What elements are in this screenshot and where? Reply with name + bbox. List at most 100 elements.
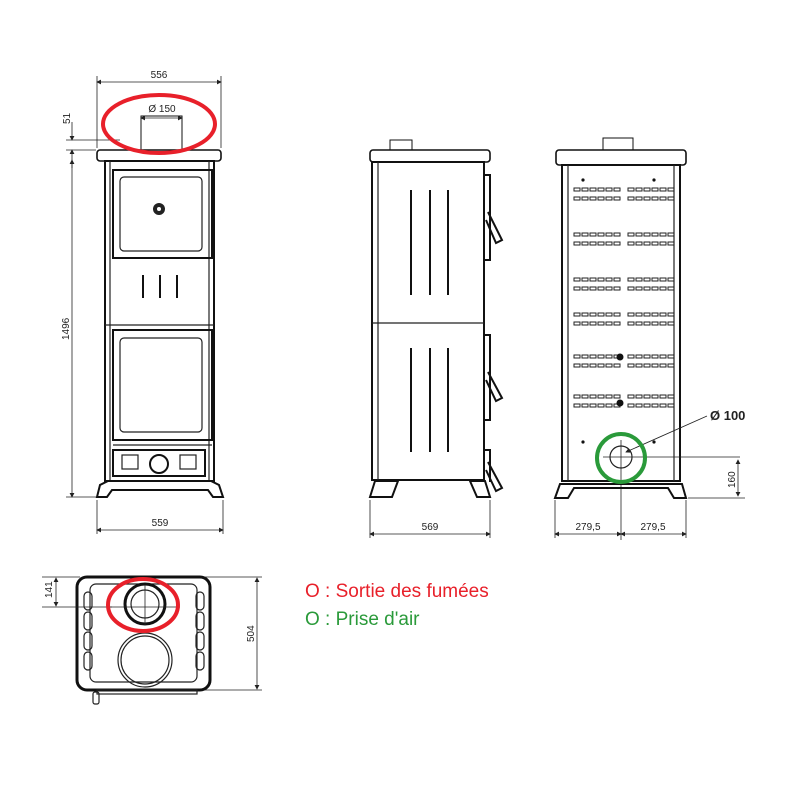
dim-141: 141 [44, 581, 55, 598]
vent-slot [605, 196, 613, 201]
firebox-door [112, 329, 213, 441]
vent-slot [667, 187, 675, 192]
vent-slot [581, 321, 589, 326]
vent-slot [635, 277, 643, 282]
vent-slot [659, 312, 667, 317]
dim-51: 51 [62, 112, 73, 124]
vent-slot [613, 321, 621, 326]
dim-279-5-right: 279,5 [640, 522, 665, 533]
vent-slot [589, 321, 597, 326]
vent-slot [651, 354, 659, 359]
dim-556: 556 [151, 70, 168, 81]
vent-slot [651, 394, 659, 399]
vent-slot [627, 321, 635, 326]
vent-slot [635, 196, 643, 201]
vent-slot [573, 321, 581, 326]
back-view: 160 279,5 279,5 Ø 100 [553, 137, 745, 540]
dim-flue-diameter: Ø 150 [148, 104, 176, 115]
vent-slot [573, 241, 581, 246]
vent-slot [627, 403, 635, 408]
vent-slot [643, 354, 651, 359]
vent-slot [605, 394, 613, 399]
vent-slot [613, 232, 621, 237]
vent-slot [635, 403, 643, 408]
vent-slot [651, 286, 659, 291]
dim-504: 504 [246, 625, 257, 642]
vent-slot [605, 277, 613, 282]
vent-slot [667, 403, 675, 408]
vent-slot [643, 241, 651, 246]
vent-slot [597, 394, 605, 399]
vent-slot [659, 403, 667, 408]
vent-slot [643, 286, 651, 291]
vent-slot [627, 187, 635, 192]
vent-slot [635, 354, 643, 359]
vent-slot [605, 187, 613, 192]
vent-slot [573, 363, 581, 368]
vent-slot [613, 241, 621, 246]
vent-slot [597, 312, 605, 317]
vent-slot [573, 286, 581, 291]
vent-slot [597, 321, 605, 326]
vent-slot [589, 363, 597, 368]
vent-slot [651, 403, 659, 408]
ash-drawer [112, 449, 206, 477]
vent-slot [659, 241, 667, 246]
vent-slot [635, 241, 643, 246]
dim-569: 569 [422, 522, 439, 533]
vent-slot [667, 394, 675, 399]
vent-slot [589, 312, 597, 317]
vent-slot [605, 321, 613, 326]
vent-slot [627, 232, 635, 237]
vent-slot [659, 363, 667, 368]
vent-slot [589, 403, 597, 408]
vent-slot [605, 286, 613, 291]
vent-slot [643, 312, 651, 317]
vent-slot [651, 363, 659, 368]
vent-slot [643, 187, 651, 192]
vent-slot [643, 321, 651, 326]
vent-slot [573, 232, 581, 237]
vent-slot [589, 196, 597, 201]
vent-slot [659, 394, 667, 399]
vent-slot [573, 354, 581, 359]
vent-slot [573, 187, 581, 192]
dim-air-diameter: Ø 100 [710, 408, 745, 423]
vent-slot [659, 187, 667, 192]
vent-slot [581, 363, 589, 368]
vent-slot [613, 196, 621, 201]
vent-slot [597, 187, 605, 192]
vent-slot [643, 363, 651, 368]
smoke-outlet-marker [101, 93, 217, 155]
vent-slot [643, 403, 651, 408]
vent-slot [613, 286, 621, 291]
vent-slot [651, 196, 659, 201]
dim-160: 160 [727, 471, 738, 488]
vent-slot [581, 394, 589, 399]
vent-slot [581, 354, 589, 359]
vent-slot [627, 394, 635, 399]
vent-slot [597, 232, 605, 237]
vent-slot [667, 321, 675, 326]
vent-slot [605, 363, 613, 368]
vent-slot [605, 312, 613, 317]
vent-slot [581, 277, 589, 282]
vent-slot [667, 312, 675, 317]
vent-slot [597, 403, 605, 408]
vent-slot [613, 187, 621, 192]
vent-slot [643, 277, 651, 282]
vent-slot [581, 403, 589, 408]
vent-slot [635, 394, 643, 399]
front-view: 556 Ø 150 51 1496 559 [61, 70, 225, 534]
vent-slot [573, 403, 581, 408]
vent-slot [659, 232, 667, 237]
vent-slot [573, 277, 581, 282]
vent-slot [635, 187, 643, 192]
vent-slot [597, 354, 605, 359]
vent-slot [651, 321, 659, 326]
vent-slot [597, 241, 605, 246]
dim-279-5-left: 279,5 [575, 522, 600, 533]
vent-slot [659, 321, 667, 326]
vent-slot [643, 394, 651, 399]
